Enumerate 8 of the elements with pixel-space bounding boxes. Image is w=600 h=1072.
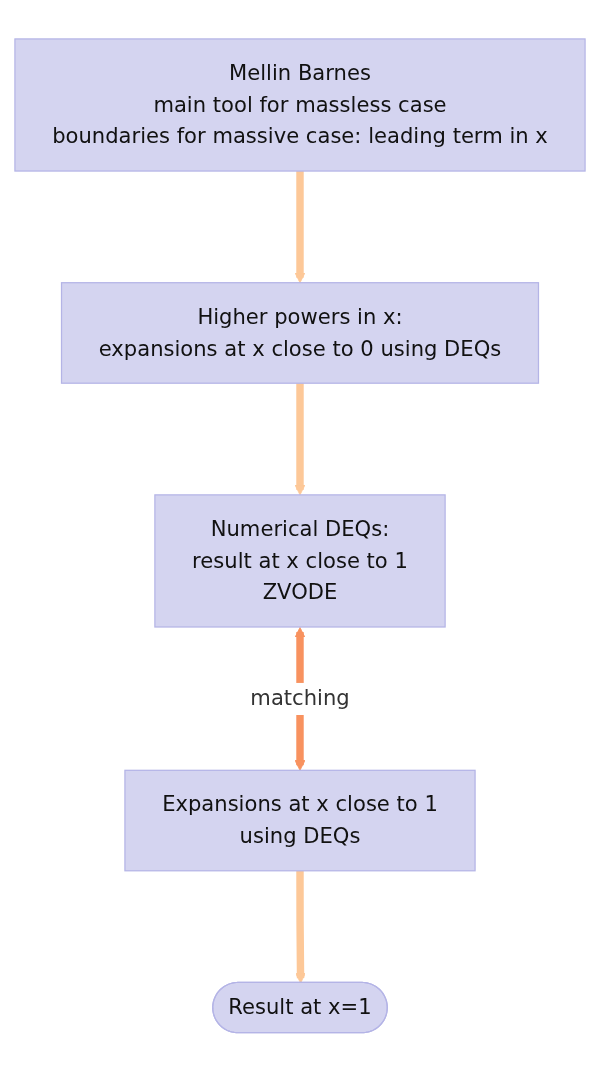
arrow <box>294 171 306 284</box>
arrow <box>294 383 306 496</box>
node-box: Expansions at x close to 1 using DEQs <box>124 769 476 872</box>
arrow <box>295 871 306 984</box>
node-box: Higher powers in x: expansions at x close to 0 using DEQs <box>60 282 540 384</box>
node-box: Mellin Barnes main tool for massless case boundaries for massive case: leading term in x <box>14 38 586 172</box>
edge-label: matching <box>250 685 350 711</box>
node-box: Numerical DEQs: result at x close to 1 ZVODE <box>154 494 446 628</box>
